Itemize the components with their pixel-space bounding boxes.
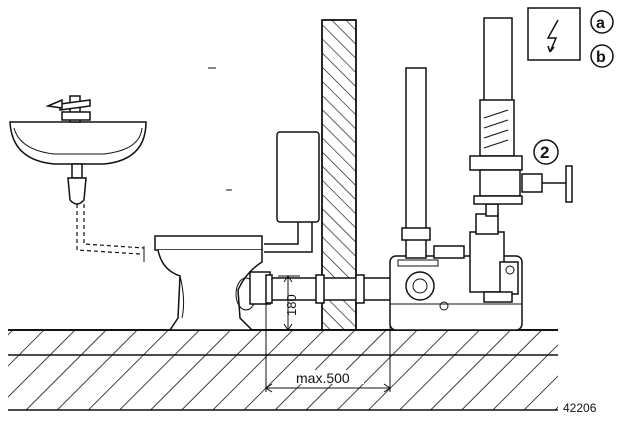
dimension-height: 180 — [278, 275, 300, 331]
washbasin — [9, 95, 147, 262]
valve-handle-icon — [521, 165, 573, 203]
label-b: b — [596, 49, 606, 66]
toilet — [154, 131, 320, 331]
height-dimension-label: 180 — [284, 294, 299, 316]
drawing-number: 42206 — [563, 401, 597, 415]
connection-pipe — [249, 271, 393, 305]
discharge-pipe — [469, 17, 573, 205]
electric-connection-box: a b — [527, 7, 614, 68]
callout-2-label: 2 — [540, 143, 549, 162]
callout-2: 2 — [533, 139, 559, 165]
label-a: a — [596, 15, 605, 32]
dimension-length: max.500 — [265, 300, 391, 393]
lifting-unit — [389, 67, 523, 331]
length-dimension-label: max.500 — [296, 370, 350, 386]
faucet-icon — [45, 95, 91, 123]
floor-slab — [8, 329, 558, 411]
lightning-bolt-icon — [546, 19, 559, 53]
